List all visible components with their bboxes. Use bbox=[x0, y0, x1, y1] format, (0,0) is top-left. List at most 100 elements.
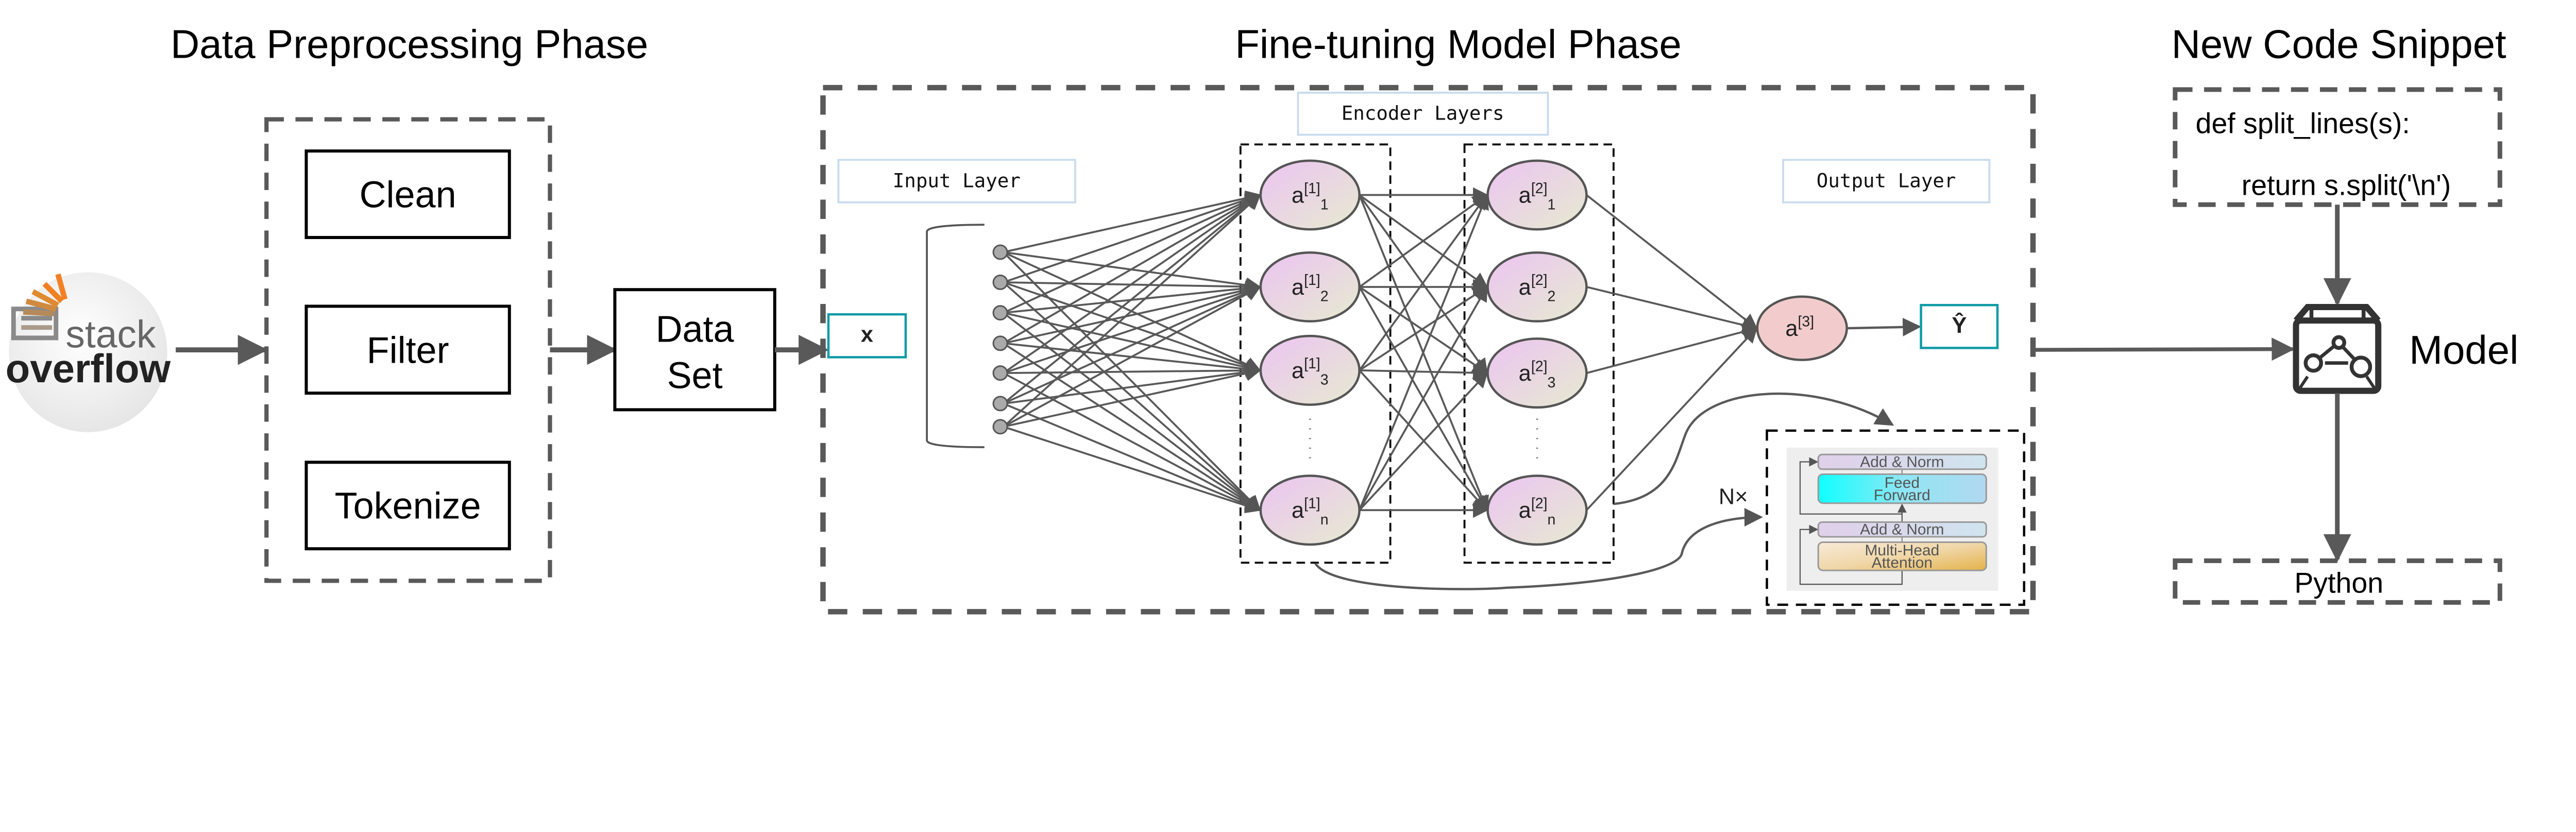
svg-text:a[2]3: a[2]3 bbox=[1519, 358, 1556, 390]
edge-layer1-to-layer2 bbox=[1358, 193, 1489, 511]
multi-head-attention: Multi-Head Attention bbox=[1817, 541, 1987, 571]
edge-input-to-layer1 bbox=[1003, 190, 1262, 253]
pipeline-diagram: Data Preprocessing Phase Fine-tuning Mod… bbox=[6, 21, 2518, 615]
edge-input-to-layer1 bbox=[1003, 363, 1262, 379]
edge-layer1-to-layer2 bbox=[1359, 285, 1488, 511]
layer1-node: a[1]n bbox=[1259, 474, 1361, 546]
input-node bbox=[992, 335, 1008, 351]
step-filter: Filter bbox=[304, 304, 511, 395]
model-label: Model bbox=[2409, 327, 2518, 372]
python-label: Python bbox=[2294, 567, 2383, 599]
step-tokenize: Tokenize bbox=[304, 461, 511, 551]
stackoverflow-logo: stack overflow bbox=[6, 272, 171, 432]
edge-input-to-layer1 bbox=[1003, 281, 1261, 512]
edge-input-to-layer1 bbox=[1003, 194, 1261, 428]
output-yhat-box: Ŷ bbox=[1920, 303, 1999, 349]
code-line-1: def split_lines(s): bbox=[2196, 108, 2410, 140]
input-layer-label: Input Layer bbox=[893, 169, 1021, 192]
layer2-node: a[2]n bbox=[1486, 474, 1588, 546]
edge-input-to-layer1 bbox=[1003, 284, 1262, 374]
encoder-layers-label: Encoder Layers bbox=[1342, 101, 1504, 124]
edge-input-to-layer1 bbox=[1003, 312, 1261, 512]
edge-layer2-to-output bbox=[1586, 194, 1758, 330]
output-yhat-label: Ŷ bbox=[1952, 312, 1967, 338]
edge-layer2-to-output bbox=[1586, 286, 1758, 333]
edge-input-to-layer1 bbox=[1003, 281, 1262, 373]
arrow-output-to-yhat bbox=[1846, 317, 1922, 336]
svg-text:a[1]1: a[1]1 bbox=[1292, 180, 1329, 213]
layer2-node: a[2]1 bbox=[1486, 159, 1588, 231]
edge-input-to-layer1 bbox=[1003, 426, 1262, 514]
edge-layer2-to-output bbox=[1586, 324, 1758, 374]
preprocessing-phase-title: Data Preprocessing Phase bbox=[171, 21, 648, 66]
svg-text:a[2]1: a[2]1 bbox=[1519, 180, 1556, 213]
layer2-node: a[2]3 bbox=[1486, 337, 1588, 409]
svg-text:a[1]n: a[1]n bbox=[1292, 496, 1329, 528]
edge-layer1-to-layer2 bbox=[1359, 194, 1488, 371]
dataset-label-line1: Data bbox=[656, 309, 735, 350]
encoder-layer-2-group bbox=[1463, 143, 1615, 564]
edge-input-to-layer1 bbox=[1003, 402, 1262, 512]
edge-input-to-layer1 bbox=[1003, 194, 1261, 404]
edge-input-to-layer1 bbox=[1003, 251, 1261, 512]
code-snippet-box bbox=[2173, 87, 2502, 207]
step-filter-label: Filter bbox=[367, 330, 449, 371]
code-line-2: return s.split('\n') bbox=[2242, 169, 2451, 201]
layer1-node: a[1]2 bbox=[1259, 251, 1361, 322]
edge-input-to-layer1 bbox=[1003, 342, 1261, 511]
encoder-layers-label-box: Encoder Layers bbox=[1297, 92, 1549, 136]
finetuning-phase-title: Fine-tuning Model Phase bbox=[1235, 21, 1682, 66]
svg-text:a[1]3: a[1]3 bbox=[1292, 355, 1329, 388]
edge-input-to-layer1 bbox=[1003, 282, 1262, 345]
arrow-finetuning-to-model bbox=[2033, 337, 2295, 361]
edge-layer1-to-layer2 bbox=[1359, 286, 1488, 374]
edge-layer1-to-layer2 bbox=[1359, 371, 1488, 511]
input-node bbox=[992, 274, 1008, 290]
layer1-node: a[1]3 bbox=[1259, 334, 1361, 406]
svg-text:a[1]2: a[1]2 bbox=[1292, 272, 1329, 304]
input-node bbox=[992, 396, 1008, 412]
svg-text:a[2]n: a[2]n bbox=[1519, 496, 1556, 528]
output-node: a[3] bbox=[1756, 295, 1848, 361]
edge-input-to-layer1 bbox=[1003, 372, 1261, 511]
stackoverflow-bars-icon bbox=[11, 273, 67, 341]
input-layer-label-box: Input Layer bbox=[837, 159, 1076, 203]
input-x-label: x bbox=[861, 322, 873, 347]
repeat-n-label: N× bbox=[1719, 484, 1748, 509]
input-node bbox=[992, 305, 1008, 321]
svg-text:a[2]2: a[2]2 bbox=[1519, 272, 1556, 304]
step-tokenize-label: Tokenize bbox=[335, 486, 481, 527]
stackoverflow-logo-overflow: overflow bbox=[6, 346, 171, 391]
edge-input-to-layer1 bbox=[1003, 366, 1262, 428]
output-layer-label: Output Layer bbox=[1817, 169, 1956, 192]
edge-input-to-layer1 bbox=[1003, 192, 1262, 283]
edge-input-to-layer1 bbox=[1003, 194, 1261, 374]
network-connections bbox=[1003, 187, 1758, 518]
edge-input-to-layer1 bbox=[1003, 194, 1261, 345]
add-norm-bottom: Add & Norm bbox=[1817, 521, 1987, 538]
edge-input-to-layer1 bbox=[1003, 286, 1261, 428]
add-norm-top: Add & Norm bbox=[1817, 453, 1987, 470]
input-x-box: x bbox=[827, 313, 907, 359]
feed-forward: Feed Forward bbox=[1817, 473, 1987, 504]
edge-input-to-layer1 bbox=[1003, 364, 1262, 405]
input-node bbox=[992, 365, 1008, 381]
svg-text:Add & Norm: Add & Norm bbox=[1860, 521, 1944, 538]
layer1-node: a[1]1 bbox=[1259, 159, 1361, 231]
python-output-box bbox=[2173, 558, 2502, 605]
dataset-box: Data Set bbox=[613, 288, 776, 412]
preprocessing-group bbox=[264, 117, 552, 583]
layer2-node: a[2]2 bbox=[1486, 251, 1588, 322]
model-icon bbox=[2293, 303, 2382, 394]
edge-layer1-to-layer2 bbox=[1359, 365, 1489, 381]
svg-text:Attention: Attention bbox=[1872, 554, 1933, 571]
encoder-layer-1-group bbox=[1239, 143, 1392, 564]
transformer-block: Add & Norm Feed Forward Add & Norm Multi… bbox=[1766, 429, 2026, 606]
input-node bbox=[992, 244, 1008, 260]
svg-text:a[3]: a[3] bbox=[1785, 313, 1814, 341]
dataset-label-line2: Set bbox=[667, 355, 723, 396]
curve-encoder-to-transformer-side bbox=[1314, 508, 1763, 590]
input-nodes bbox=[992, 244, 1008, 435]
step-clean-label: Clean bbox=[360, 175, 456, 216]
svg-text:Forward: Forward bbox=[1874, 487, 1930, 504]
